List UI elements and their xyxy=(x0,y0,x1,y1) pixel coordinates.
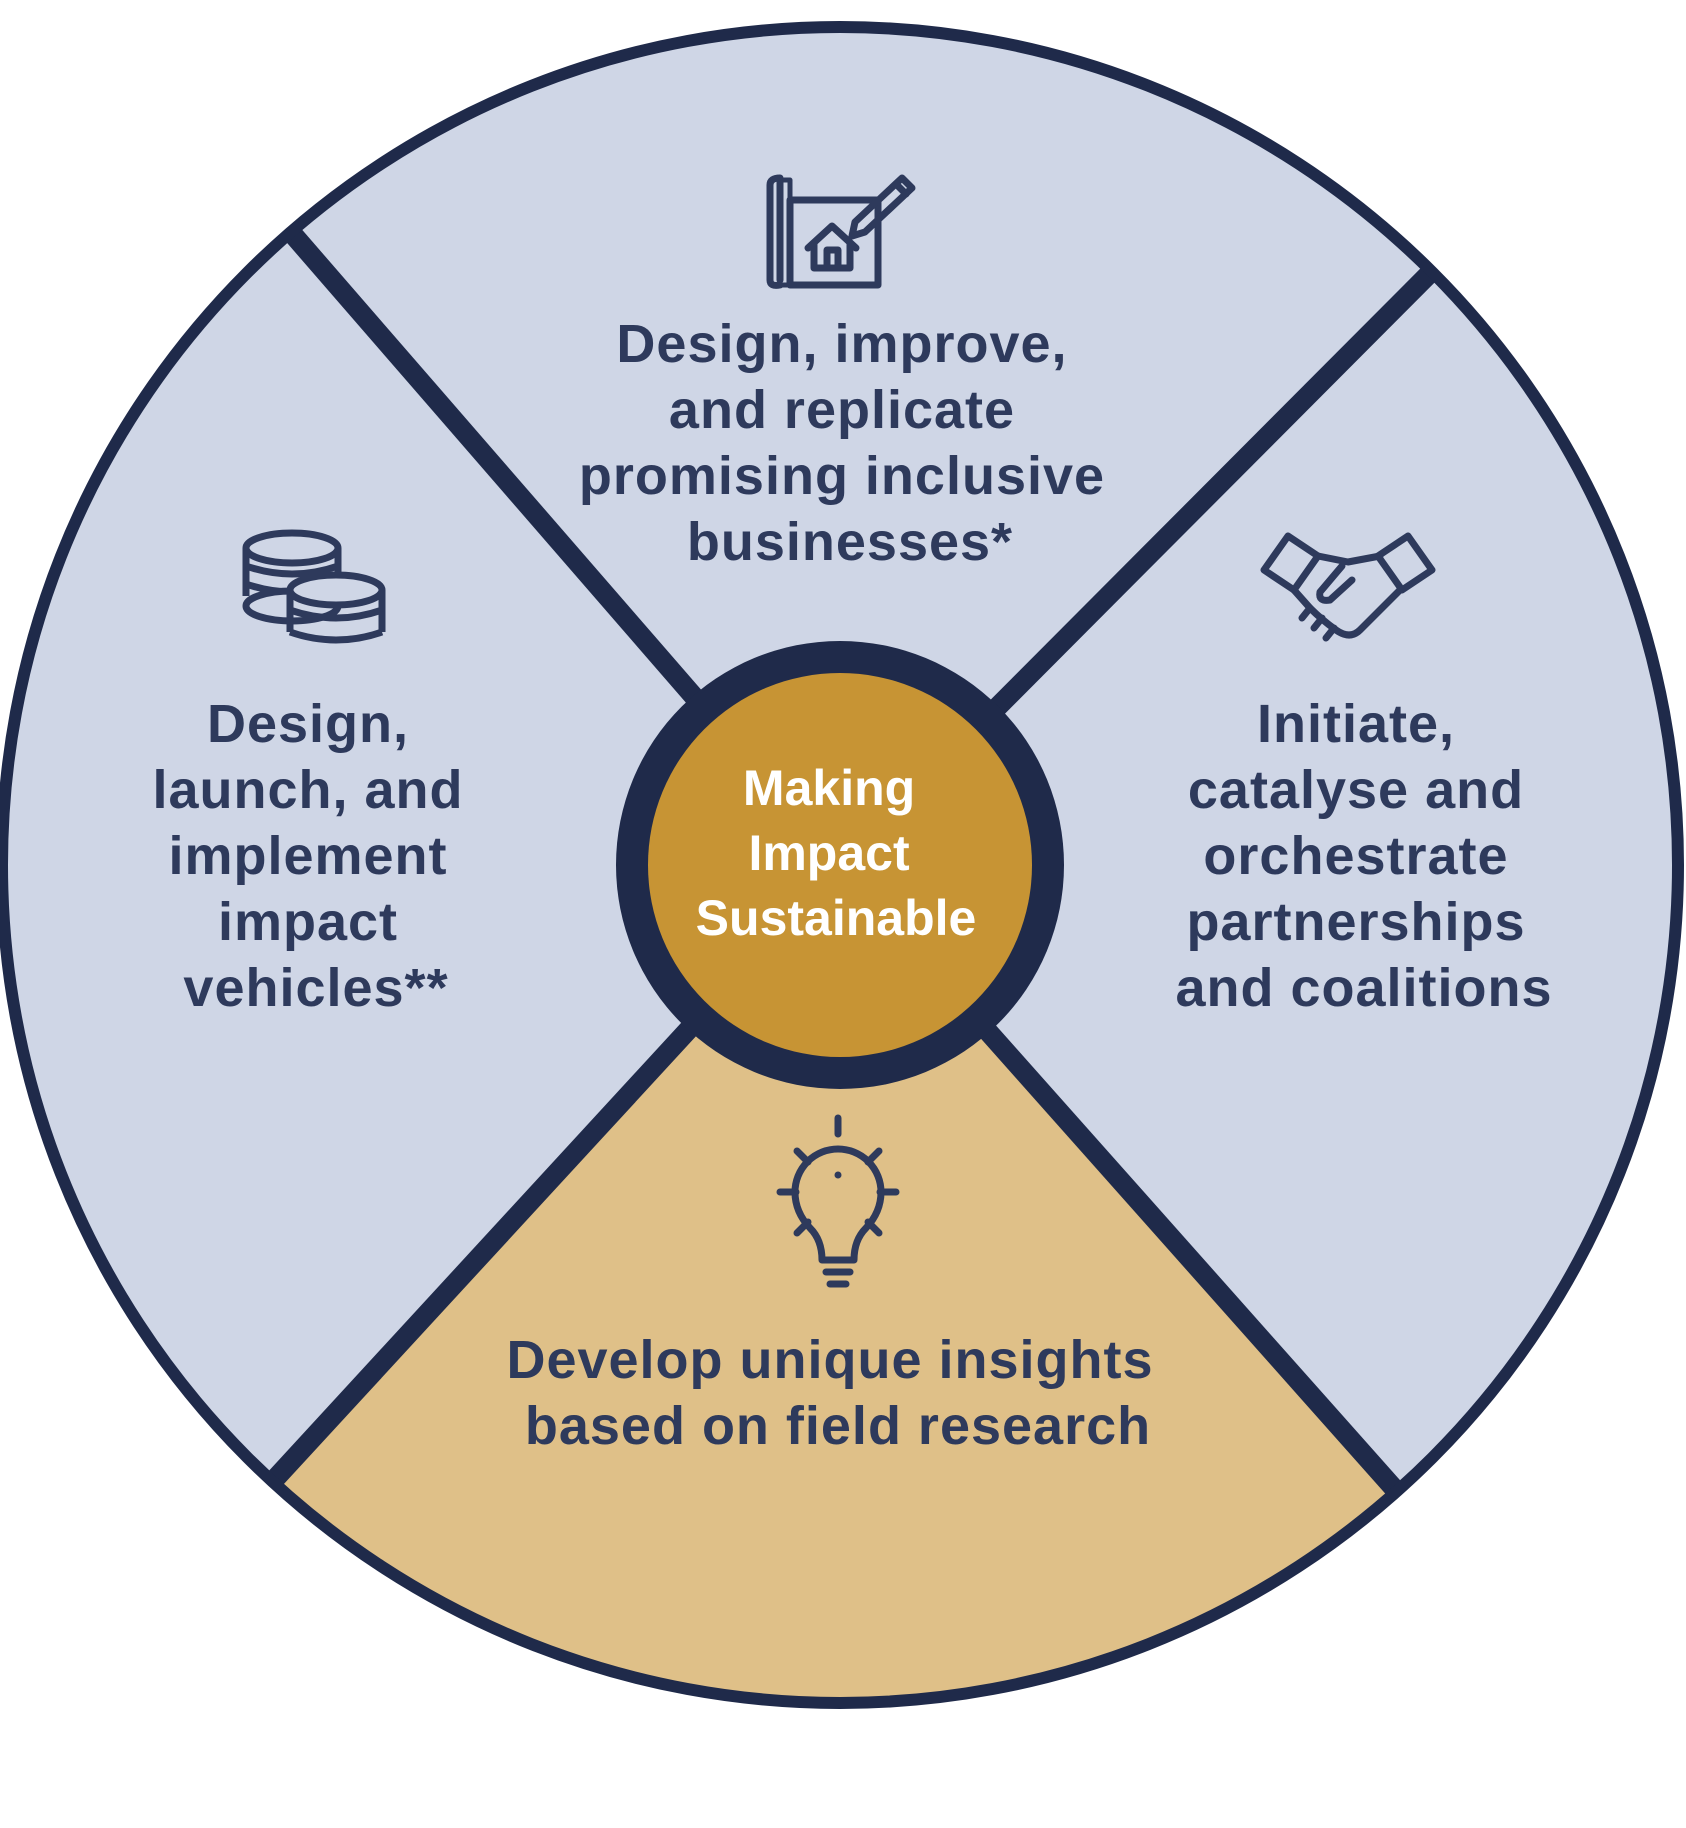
segment-right-line: partnerships xyxy=(1186,892,1525,952)
segment-top-line: Design, improve, xyxy=(616,314,1067,374)
segment-left xyxy=(0,230,840,1484)
segment-left-line: launch, and xyxy=(152,760,463,820)
segment-right-label: Initiate, catalyse and orchestrate partn… xyxy=(1175,694,1552,1018)
segment-right-line: Initiate, xyxy=(1257,694,1455,754)
segment-top-label: Design, improve, and replicate promising… xyxy=(579,314,1121,572)
handshake-icon xyxy=(1260,532,1436,642)
center-label: Making Impact Sustainable xyxy=(696,760,977,946)
segment-left-line: Design, xyxy=(207,694,409,754)
center-hub xyxy=(648,673,1032,1057)
segment-left-line: impact xyxy=(218,892,398,952)
center-label-line: Impact xyxy=(748,825,910,881)
segment-left-line: implement xyxy=(168,826,447,886)
segment-left-label: Design, launch, and implement impact veh… xyxy=(152,694,479,1018)
segment-right-line: and coalitions xyxy=(1175,958,1552,1018)
segment-right-line: catalyse and xyxy=(1188,760,1524,820)
outer-ring xyxy=(0,21,1684,1709)
center-label-line: Making xyxy=(743,760,915,816)
segment-right xyxy=(840,270,1679,1492)
lightbulb-icon xyxy=(776,1114,900,1288)
coins-icon xyxy=(242,529,386,644)
segment-top-line: and replicate xyxy=(669,380,1015,440)
segment-left-line: vehicles** xyxy=(183,958,448,1018)
segment-top xyxy=(289,25,1433,866)
segment-bottom-label: Develop unique insights based on field r… xyxy=(506,1330,1169,1456)
center-label-line: Sustainable xyxy=(696,890,977,946)
segment-bottom-line: Develop unique insights xyxy=(506,1330,1153,1390)
segment-top-line: businesses* xyxy=(687,512,1013,572)
segment-top-line: promising inclusive xyxy=(579,446,1105,506)
segment-bottom-line: based on field research xyxy=(525,1396,1151,1456)
blueprint-house-pencil-icon xyxy=(766,174,916,289)
segment-right-line: orchestrate xyxy=(1203,826,1508,886)
